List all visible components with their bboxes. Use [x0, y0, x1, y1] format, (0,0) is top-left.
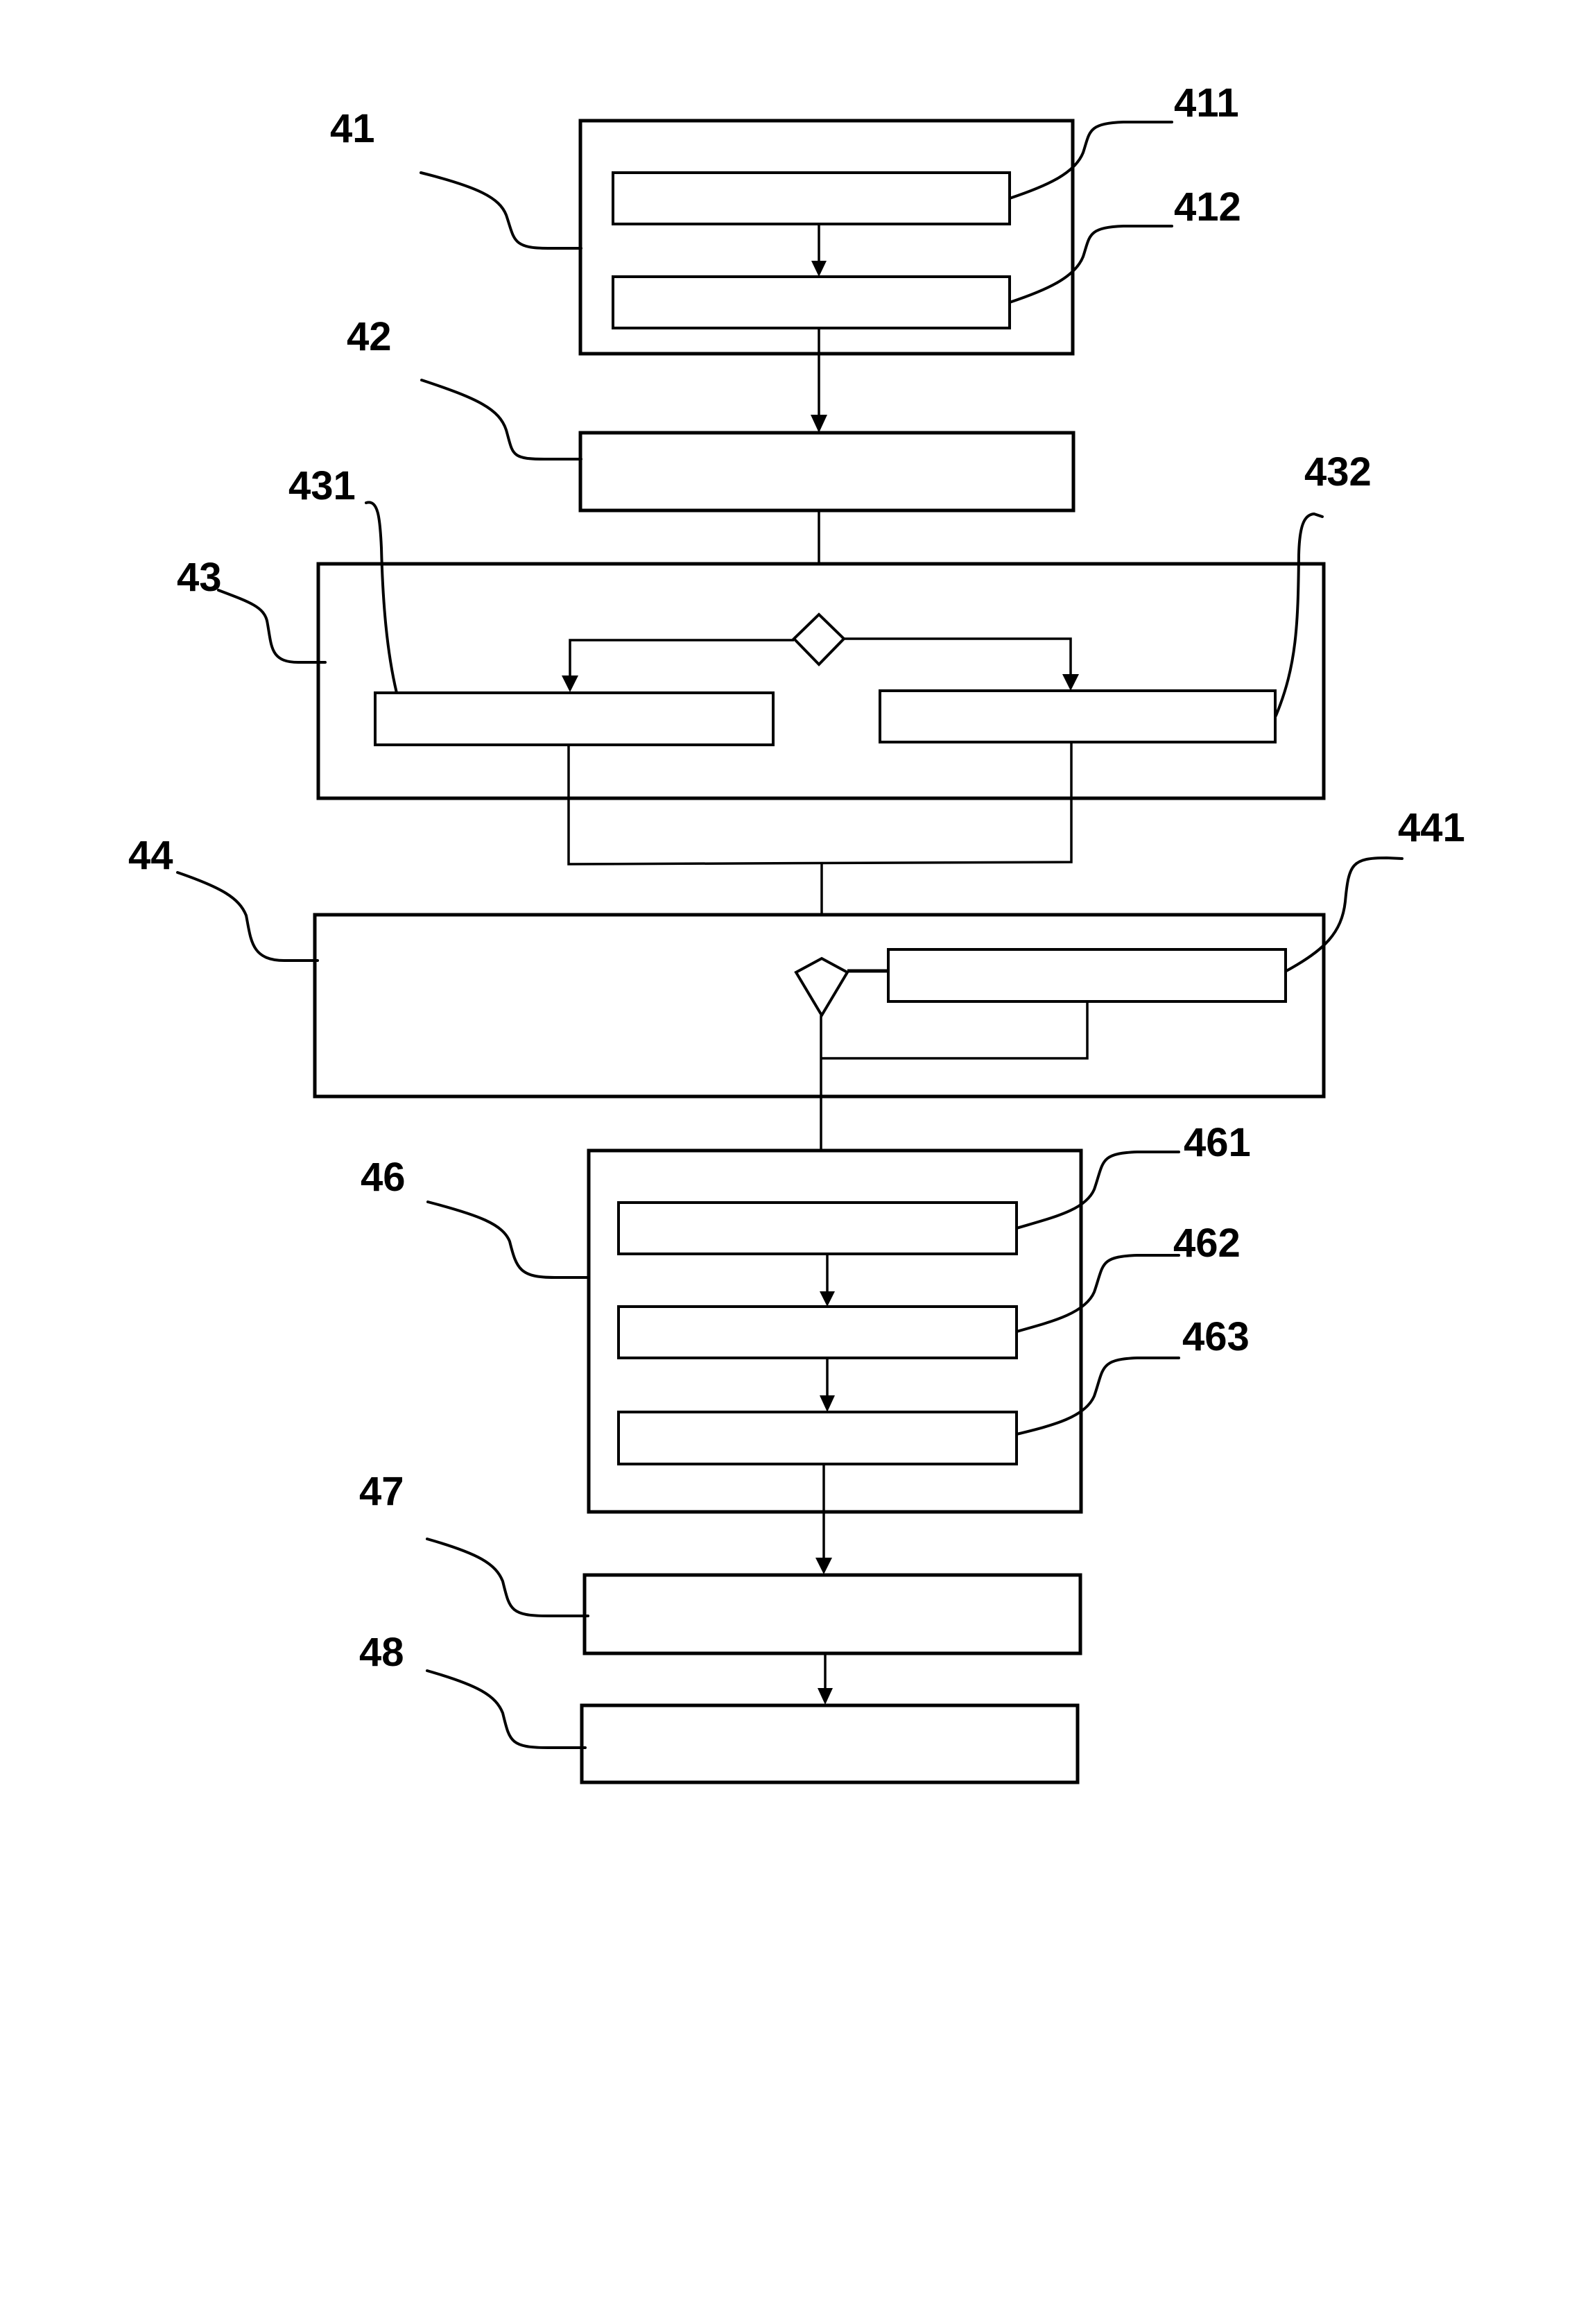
flow-merge-431-432 [567, 742, 1073, 866]
leader-432 [1275, 512, 1324, 717]
leader-41 [420, 171, 582, 250]
leader-462 [1015, 1254, 1180, 1333]
step-47-box [582, 1573, 1082, 1655]
arrowhead-463 [820, 1395, 835, 1412]
arrowhead-432 [1062, 674, 1079, 691]
ref-label-441: 441 [1398, 805, 1465, 850]
step-431-box [374, 691, 775, 746]
step-432-box [879, 689, 1277, 743]
ref-label-44: 44 [128, 833, 173, 878]
step-461-box [617, 1201, 1018, 1255]
ref-label-41: 41 [330, 106, 375, 151]
leader-43 [217, 589, 327, 664]
leader-463 [1015, 1357, 1180, 1436]
leader-47 [426, 1538, 589, 1617]
step-411-box [612, 171, 1011, 225]
arrowhead-47 [815, 1558, 832, 1574]
step-41-group [578, 119, 1075, 356]
leader-412 [1008, 225, 1173, 304]
step-42-box [578, 431, 1075, 513]
leader-46 [426, 1200, 589, 1279]
step-43-box [316, 562, 1326, 800]
step-48-box [580, 1703, 1080, 1784]
leader-461 [1015, 1151, 1180, 1230]
ref-label-48: 48 [359, 1630, 404, 1675]
arrowhead-462 [820, 1291, 835, 1307]
ref-label-46: 46 [361, 1155, 406, 1200]
leader-431 [365, 501, 398, 694]
ref-label-461: 461 [1184, 1120, 1251, 1165]
arrowhead-42 [811, 415, 827, 433]
ref-label-42: 42 [347, 314, 392, 359]
leader-42 [420, 379, 582, 461]
step-441-box [887, 948, 1287, 1003]
ref-label-462: 462 [1173, 1221, 1241, 1266]
step-46-group [587, 1148, 1083, 1514]
arrowhead-431 [562, 675, 578, 692]
leader-411 [1008, 121, 1173, 200]
ref-label-411: 411 [1174, 80, 1239, 126]
step-43-group [316, 562, 1326, 866]
leader-48 [426, 1669, 587, 1749]
flow-decision-432 [844, 637, 1072, 674]
step-463-box [617, 1411, 1018, 1465]
arrowhead-48 [818, 1688, 833, 1705]
decision-43-diamond [792, 612, 846, 666]
step-44-group [313, 913, 1326, 1099]
ref-label-431: 431 [288, 463, 356, 508]
ref-label-463: 463 [1182, 1314, 1250, 1359]
ref-label-47: 47 [359, 1469, 404, 1514]
ref-label-432: 432 [1304, 449, 1372, 494]
step-412-box [612, 275, 1011, 329]
leader-44 [176, 871, 319, 962]
arrowhead-412 [811, 261, 827, 277]
flow-441-return [820, 1001, 1089, 1060]
ref-label-412: 412 [1174, 184, 1241, 230]
step-462-box [617, 1305, 1018, 1359]
ref-label-43: 43 [177, 555, 222, 600]
leader-441 [1285, 856, 1403, 972]
flow-decision-431 [569, 639, 794, 675]
